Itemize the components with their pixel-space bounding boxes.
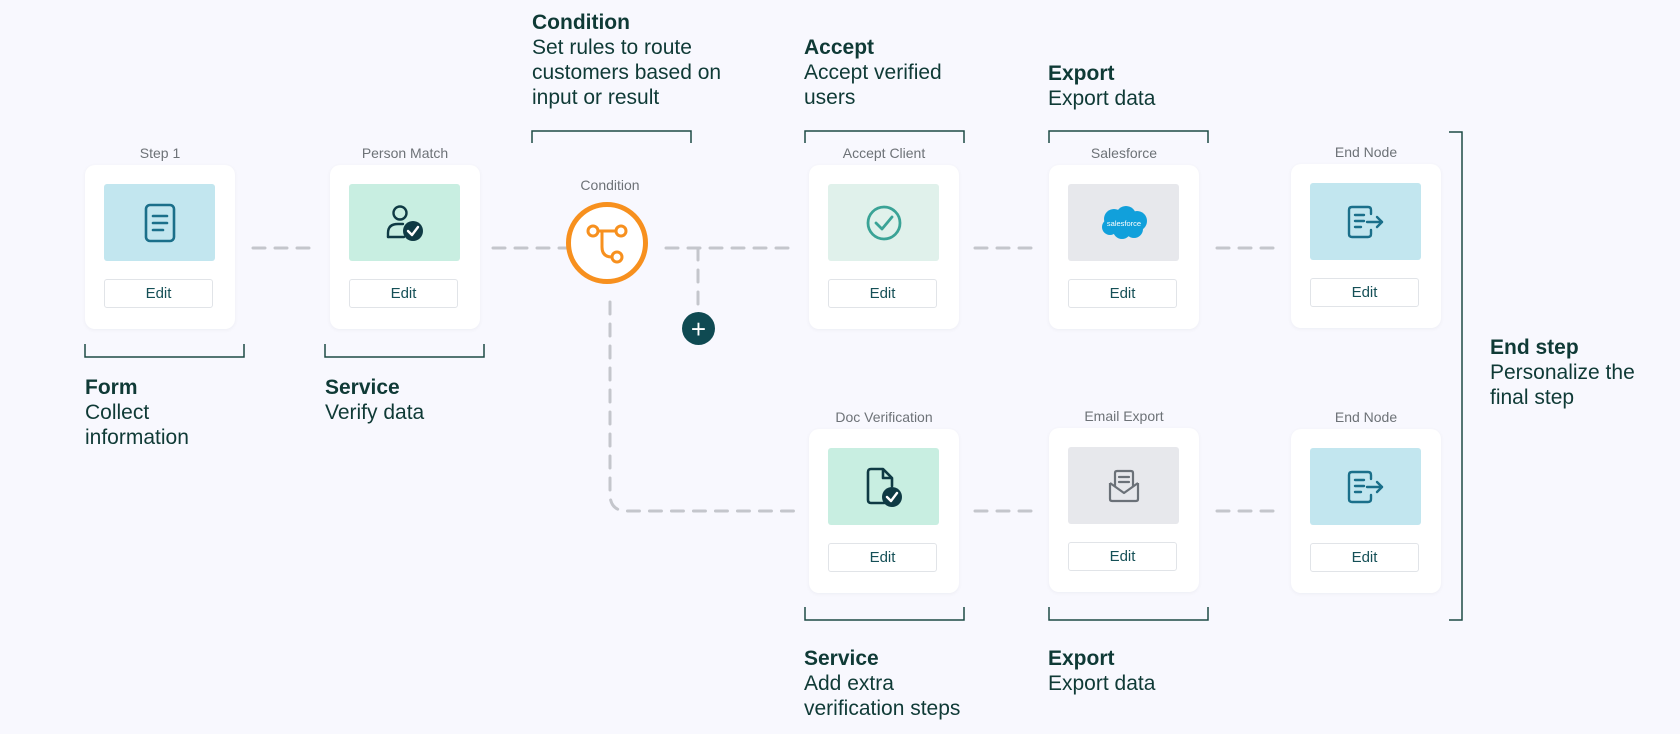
label-condition-line: input or result [532, 86, 660, 109]
label-accept: Accept Accept verified users [804, 35, 942, 110]
label-export-bottom-line: Export data [1048, 672, 1156, 695]
bracket-condition [531, 130, 692, 143]
label-end-step: End step Personalize the final step [1490, 335, 1635, 410]
node-title-salesforce: Salesforce [1090, 145, 1158, 161]
node-doc-verification[interactable]: Edit [809, 429, 959, 593]
bracket-service-top [324, 344, 485, 358]
end-node-top-icon-box [1310, 183, 1421, 260]
label-end-step-line: Personalize the [1490, 361, 1635, 384]
salesforce-logo: salesforce [1101, 205, 1147, 239]
label-export-bottom: Export Export data [1048, 646, 1155, 696]
connector-condition-doc [608, 300, 804, 513]
label-service-top-line: Verify data [325, 401, 425, 424]
node-title-step1: Step 1 [139, 145, 181, 161]
check-circle-icon [866, 205, 901, 240]
node-title-condition: Condition [580, 177, 640, 193]
edit-button-person-match[interactable]: Edit [349, 279, 458, 308]
label-accept-line: users [804, 86, 856, 109]
label-form: Form Collect information [85, 375, 189, 450]
exit-document-icon [1347, 205, 1383, 238]
label-export-top-line: Export data [1048, 87, 1156, 110]
file-check-icon [866, 467, 902, 507]
step1-icon-box [104, 184, 215, 261]
label-form-title: Form [85, 376, 138, 399]
node-email-export[interactable]: Edit [1049, 428, 1199, 592]
label-service-bottom-title: Service [804, 647, 879, 670]
node-end-node-top[interactable]: Edit [1291, 164, 1441, 328]
label-end-step-title: End step [1490, 336, 1579, 359]
salesforce-icon-box: salesforce [1068, 184, 1179, 261]
node-title-person-match: Person Match [361, 145, 449, 161]
label-service-bottom-line: Add extra [804, 672, 894, 695]
label-accept-line: Accept verified [804, 61, 942, 84]
envelope-icon [1108, 469, 1139, 502]
label-condition-line: Set rules to route [532, 36, 692, 59]
label-condition: Condition Set rules to route customers b… [532, 10, 721, 110]
document-icon [144, 203, 175, 242]
node-salesforce[interactable]: salesforce Edit [1049, 165, 1199, 329]
label-export-top-title: Export [1048, 62, 1115, 85]
node-title-email-export: Email Export [1084, 408, 1164, 424]
label-service-top-title: Service [325, 376, 400, 399]
bracket-accept [804, 130, 965, 143]
label-form-line: information [85, 426, 189, 449]
label-condition-title: Condition [532, 11, 630, 34]
label-accept-title: Accept [804, 36, 875, 59]
branch-icon [586, 224, 628, 264]
edit-button-email-export[interactable]: Edit [1068, 542, 1177, 571]
add-step-button[interactable]: + [682, 312, 715, 345]
accept-client-icon-box [828, 184, 939, 261]
node-end-node-bottom[interactable]: Edit [1291, 429, 1441, 593]
node-title-accept-client: Accept Client [842, 145, 926, 161]
label-service-bottom-line: verification steps [804, 697, 961, 720]
node-title-end-node-bottom: End Node [1334, 409, 1398, 425]
label-service-top: Service Verify data [325, 375, 424, 425]
bracket-export-top [1048, 130, 1209, 143]
node-step1[interactable]: Edit [85, 165, 235, 329]
exit-document-icon [1347, 470, 1383, 503]
bracket-export-bottom [1048, 607, 1209, 621]
user-check-icon [386, 204, 423, 241]
bracket-form [84, 344, 245, 358]
edit-button-accept-client[interactable]: Edit [828, 279, 937, 308]
node-title-doc-verification: Doc Verification [835, 409, 933, 425]
edit-button-salesforce[interactable]: Edit [1068, 279, 1177, 308]
person-match-icon-box [349, 184, 460, 261]
node-title-end-node-top: End Node [1334, 144, 1398, 160]
end-node-bottom-icon-box [1310, 448, 1421, 525]
edit-button-step1[interactable]: Edit [104, 279, 213, 308]
doc-verification-icon-box [828, 448, 939, 525]
bracket-service-bottom [804, 607, 965, 621]
node-person-match[interactable]: Edit [330, 165, 480, 329]
label-form-line: Collect [85, 401, 150, 424]
node-accept-client[interactable]: Edit [809, 165, 959, 329]
label-condition-line: customers based on [532, 61, 722, 84]
edit-button-end-node-bottom[interactable]: Edit [1310, 543, 1419, 572]
email-export-icon-box [1068, 447, 1179, 524]
label-service-bottom: Service Add extra verification steps [804, 646, 960, 721]
edit-button-doc-verification[interactable]: Edit [828, 543, 937, 572]
label-export-bottom-title: Export [1048, 647, 1115, 670]
label-end-step-line: final step [1490, 386, 1575, 409]
label-export-top: Export Export data [1048, 61, 1155, 111]
condition-node[interactable] [566, 202, 648, 284]
bracket-end-step [1449, 131, 1463, 621]
edit-button-end-node-top[interactable]: Edit [1310, 278, 1419, 307]
salesforce-logo-text: salesforce [1106, 219, 1140, 228]
